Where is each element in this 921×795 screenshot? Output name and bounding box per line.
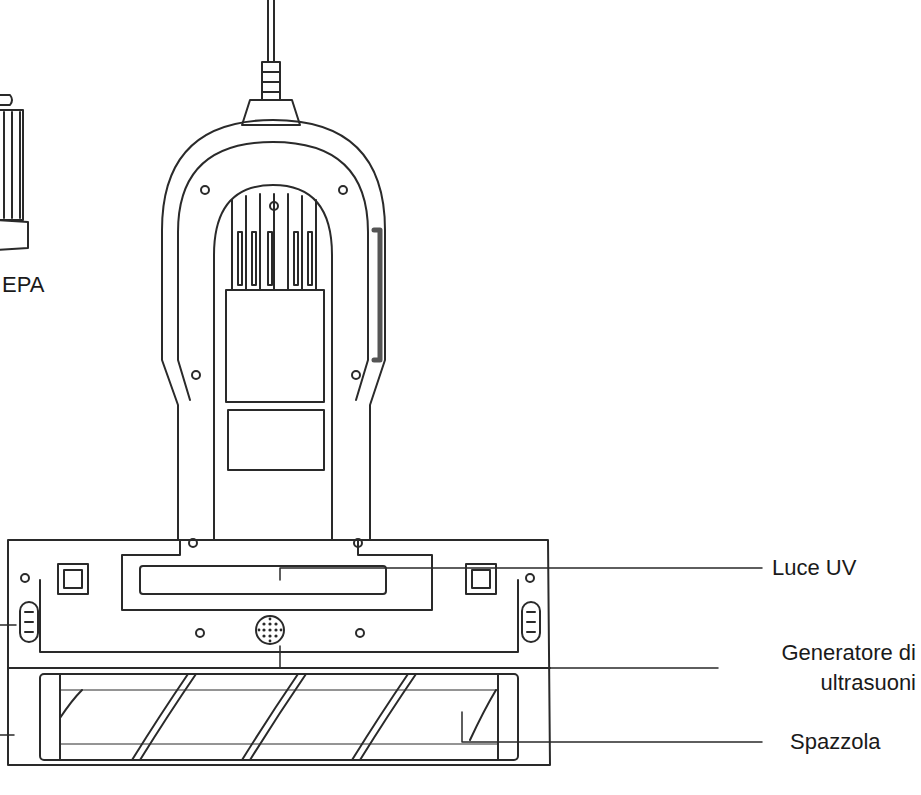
leader-line (280, 646, 718, 668)
screw (339, 186, 347, 194)
uv-light (140, 566, 386, 594)
panel (226, 290, 324, 402)
strain-relief (262, 62, 280, 100)
part-label: EPA (2, 270, 44, 300)
cord (268, 0, 274, 62)
screw (192, 371, 200, 379)
screw (21, 574, 29, 582)
screw (189, 539, 197, 547)
leader-lines (0, 568, 762, 742)
screw (270, 202, 278, 210)
screw (356, 629, 364, 637)
leader-line (462, 712, 762, 742)
part-label: Spazzola (790, 727, 881, 757)
brush-edge (60, 690, 498, 744)
button (64, 570, 82, 588)
brush-roller (40, 674, 518, 760)
screw (196, 629, 204, 637)
button (58, 564, 88, 594)
side-clip (20, 602, 38, 642)
part-label: Generatore di ultrasuoni (746, 638, 916, 698)
brush-bristles (60, 674, 496, 760)
leader-line (0, 624, 16, 626)
leader-line (280, 568, 762, 580)
ultrasonic-generator (256, 616, 284, 644)
part-label: Luce UV (772, 553, 856, 583)
power-cord (242, 0, 300, 125)
head-outline (8, 540, 550, 765)
filter-body (0, 110, 23, 220)
panel (228, 410, 324, 470)
screw (352, 371, 360, 379)
side-clip (527, 612, 535, 632)
head-panel (40, 580, 518, 652)
grip (374, 230, 380, 360)
screw (526, 574, 534, 582)
uv-bracket (122, 540, 432, 610)
vent-detail (238, 232, 312, 285)
side-clip (522, 602, 540, 642)
back-plate (214, 185, 332, 540)
leader-line (0, 734, 14, 736)
screw (201, 186, 209, 194)
ultrasonic-holes (258, 618, 283, 643)
brush-end (60, 674, 498, 760)
handle (162, 120, 385, 540)
filter-base (0, 220, 28, 250)
filter-pleats (4, 112, 20, 218)
vent-slots (232, 194, 316, 290)
handle-outer (162, 120, 385, 540)
handle-inner (178, 142, 368, 400)
hepa-filter (0, 95, 28, 250)
side-clip (25, 612, 33, 632)
cleaning-head (8, 539, 550, 765)
filter-cap (0, 95, 12, 105)
screw (354, 539, 362, 547)
button (472, 570, 490, 588)
